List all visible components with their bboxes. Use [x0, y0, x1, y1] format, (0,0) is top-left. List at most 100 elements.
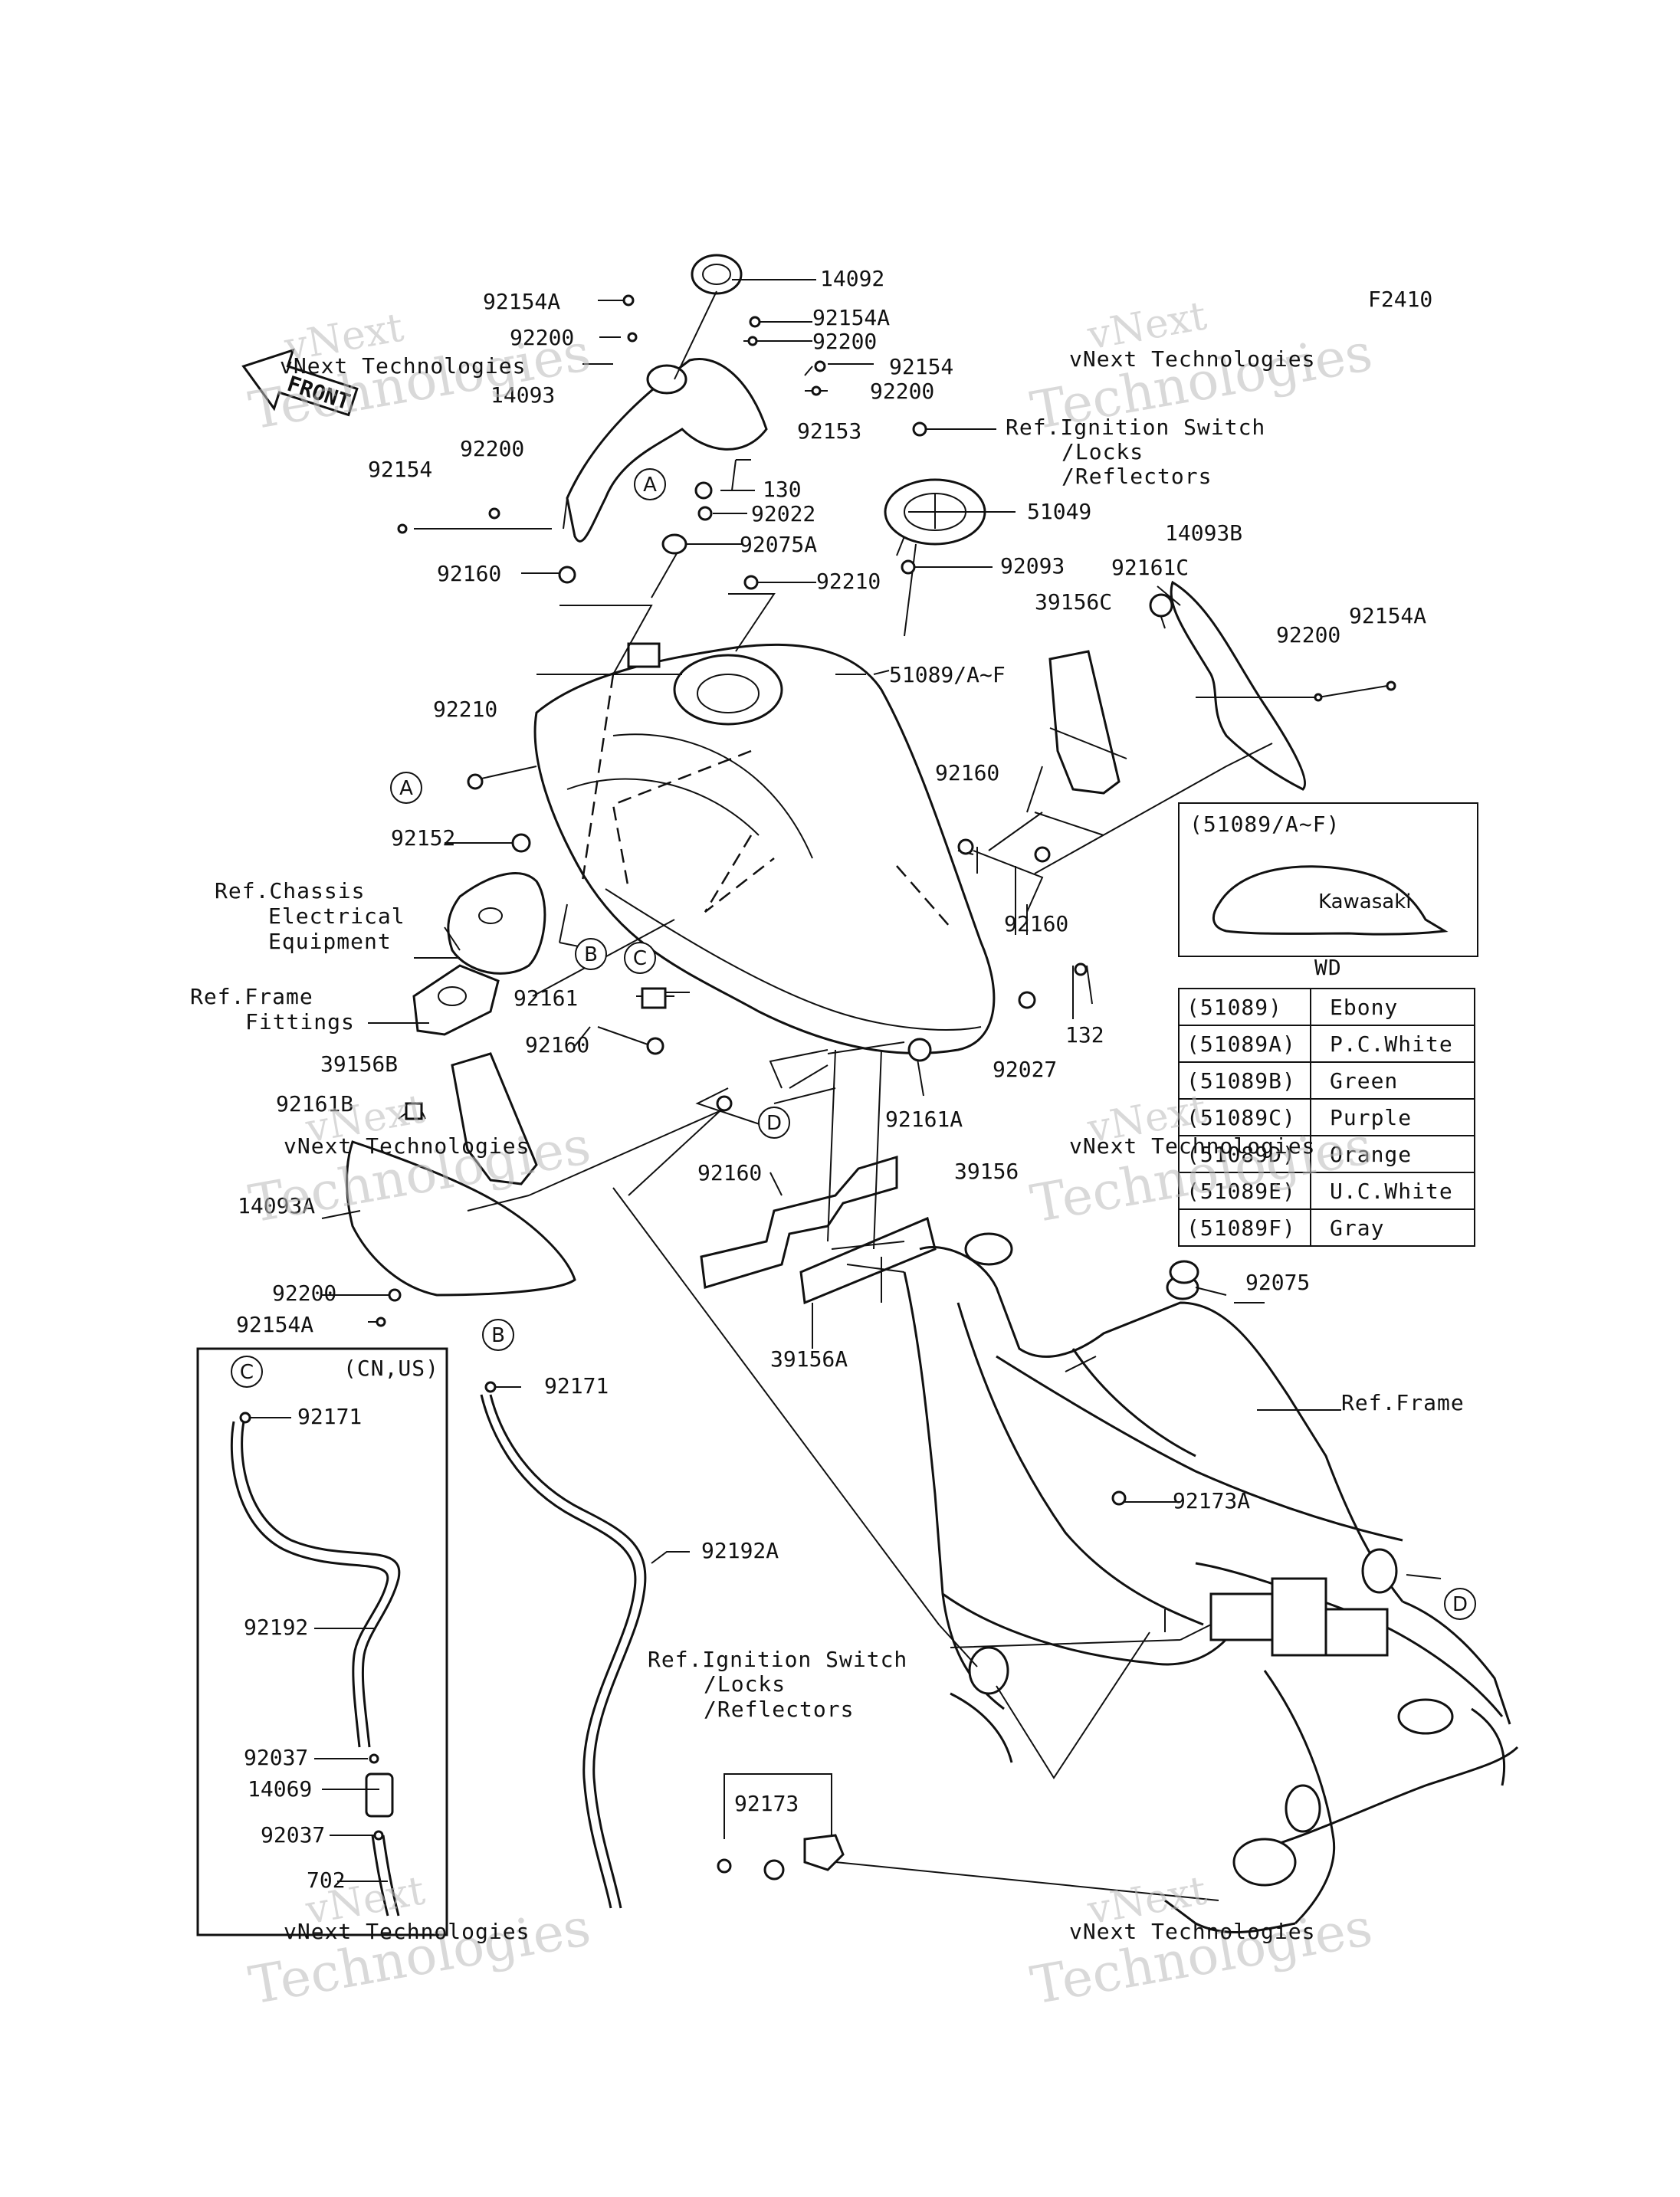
svg-text:Ref.Chassis: Ref.Chassis: [215, 878, 365, 903]
svg-text:D: D: [1452, 1593, 1468, 1616]
part-label: 92161C: [1111, 555, 1189, 580]
part-label: 14093B: [1165, 520, 1242, 546]
part-label: 92161B: [276, 1091, 353, 1117]
ref-chassis-electrical: Ref.Chassis Electrical Equipment: [215, 878, 405, 954]
callout-c-hose: C: [231, 1356, 263, 1388]
svg-text:A: A: [643, 474, 657, 497]
svg-text:Technologies: Technologies: [244, 1897, 595, 2017]
hose-92192: [241, 1421, 401, 1748]
part-label: 92210: [433, 697, 497, 722]
inset-brand: Kawasaki: [1318, 890, 1411, 913]
color-inset: (51089/A~F) Kawasaki WD: [1178, 802, 1478, 980]
fasteners: [239, 294, 1396, 1841]
leader-lines: [245, 279, 1442, 1901]
grommet-92075: [1169, 1260, 1199, 1284]
color-code: (51089E): [1186, 1179, 1296, 1204]
pad-39156c: [1048, 650, 1121, 795]
part-label: 92161A: [885, 1107, 963, 1132]
svg-text:Ref.Ignition Switch: Ref.Ignition Switch: [1006, 415, 1265, 440]
part-label: 92037: [261, 1822, 325, 1848]
callout-b-hose: B: [482, 1319, 514, 1351]
figure-code: F2410: [1368, 287, 1432, 312]
bracket-chassis: [447, 872, 546, 975]
svg-text:/Locks: /Locks: [1061, 439, 1144, 464]
svg-text:C: C: [240, 1361, 254, 1384]
inset-title: (51089/A~F): [1189, 812, 1340, 837]
part-label: 92160: [525, 1032, 589, 1058]
inset-caption: WD: [1314, 955, 1342, 980]
svg-text:Equipment: Equipment: [268, 929, 392, 954]
svg-text:D: D: [766, 1112, 782, 1135]
callout-b-top: B: [575, 938, 607, 970]
cn-us-box: [196, 1347, 448, 1936]
callout-d-left: D: [758, 1107, 790, 1139]
callout-c-top: C: [624, 942, 656, 974]
color-code: (51089B): [1186, 1068, 1296, 1094]
color-table: (51089) Ebony (51089A) P.C.White (51089B…: [1178, 988, 1475, 1247]
part-label: 39156A: [770, 1346, 848, 1372]
part-label: 92160: [437, 561, 501, 586]
part-label: 92192: [244, 1615, 308, 1640]
part-label: 92160: [697, 1160, 762, 1185]
svg-text:vNext Technologies: vNext Technologies: [1069, 1919, 1315, 1944]
part-label: 702: [307, 1867, 346, 1893]
svg-text:Fittings: Fittings: [245, 1009, 355, 1035]
part-label: 92173A: [1173, 1488, 1250, 1513]
svg-text:B: B: [491, 1324, 505, 1347]
color-code: (51089F): [1186, 1215, 1296, 1241]
pad-39156b: [451, 1052, 538, 1185]
pad-39156a: [799, 1216, 937, 1305]
color-name: P.C.White: [1330, 1031, 1453, 1057]
region-label: (CN,US): [343, 1356, 439, 1381]
svg-text:vNext Technologies: vNext Technologies: [280, 353, 526, 379]
color-name: Green: [1330, 1068, 1398, 1094]
part-label: 92022: [751, 501, 815, 526]
part-label: 92192A: [701, 1538, 779, 1563]
svg-text:Electrical: Electrical: [268, 903, 405, 929]
hose-92192-inner: [230, 1421, 389, 1748]
color-name: U.C.White: [1330, 1179, 1453, 1204]
part-label: 92173: [734, 1791, 799, 1816]
part-label: 92160: [935, 760, 999, 785]
color-code: (51089D): [1186, 1142, 1296, 1167]
hose-92192a: [489, 1394, 647, 1909]
svg-text:/Locks: /Locks: [704, 1671, 786, 1697]
part-label: 92027: [993, 1057, 1057, 1082]
side-cover-14093a: [346, 1140, 576, 1297]
part-label: 92200: [460, 436, 524, 461]
part-label: 14092: [820, 266, 884, 291]
part-label: 14093: [491, 382, 555, 408]
svg-text:Technologies: Technologies: [1026, 1897, 1376, 2017]
svg-text:vNext Technologies: vNext Technologies: [284, 1133, 530, 1159]
color-code: (51089A): [1186, 1031, 1296, 1057]
part-label: 92093: [1000, 553, 1065, 579]
part-label: 92210: [816, 569, 881, 594]
pad-39156: [700, 1155, 898, 1289]
ref-ignition-top: Ref.Ignition Switch /Locks /Reflectors: [1006, 415, 1265, 489]
part-label: 39156C: [1035, 589, 1112, 615]
part-label: 14093A: [238, 1193, 315, 1218]
part-label: 92200: [812, 329, 877, 354]
part-label: 92200: [870, 379, 934, 404]
color-code: (51089C): [1186, 1105, 1296, 1130]
part-label: 92154: [889, 354, 953, 379]
ref-frame: Ref.Frame: [1341, 1390, 1465, 1415]
part-label: 39156B: [320, 1051, 398, 1077]
svg-text:vNext Technologies: vNext Technologies: [1069, 346, 1315, 372]
part-label: 14069: [248, 1776, 312, 1802]
svg-text:Ref.Frame: Ref.Frame: [190, 984, 313, 1009]
svg-text:vNext Technologies: vNext Technologies: [284, 1919, 530, 1944]
tank-cover-14093: [566, 358, 768, 543]
part-label: 130: [763, 477, 802, 502]
callout-a-left: A: [390, 772, 422, 804]
svg-text:C: C: [633, 947, 647, 970]
bolt-92173: [803, 1834, 845, 1871]
frame: [903, 1232, 1519, 1934]
part-label: 92200: [272, 1280, 336, 1306]
svg-text:vNext Technologies: vNext Technologies: [1069, 1133, 1315, 1159]
hose-702: [382, 1835, 400, 1917]
callout-a-top: A: [634, 468, 666, 500]
part-label: 92075: [1245, 1270, 1310, 1295]
part-labels: 14092 92154A 92154A 92200 92200 92154 14…: [236, 266, 1426, 1893]
